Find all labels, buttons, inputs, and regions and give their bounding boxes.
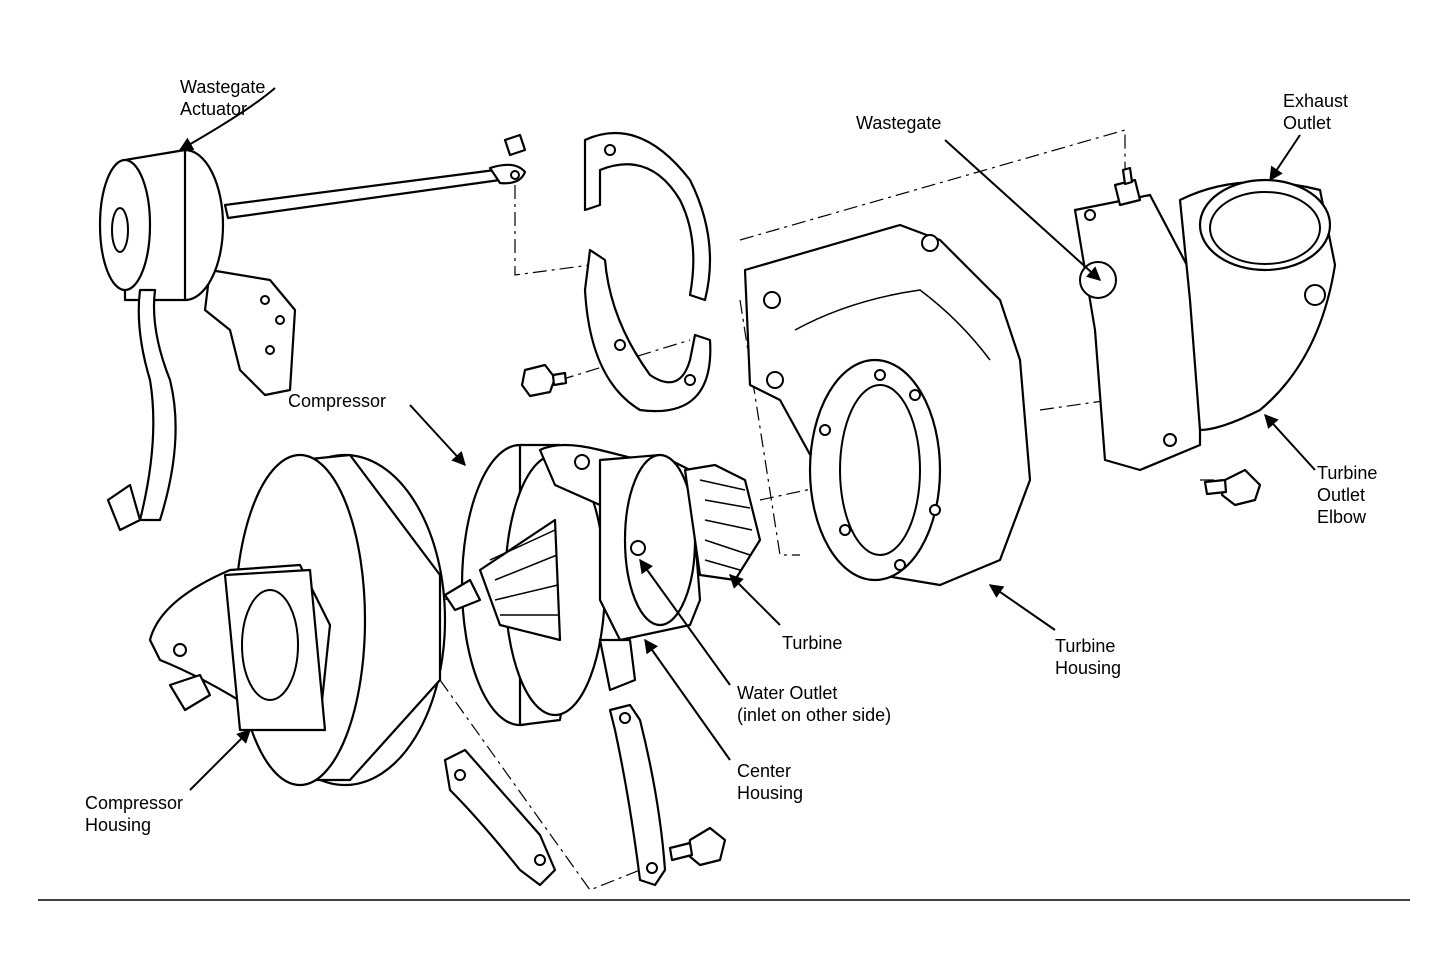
label-exhaust-outlet: Exhaust Outlet	[1283, 90, 1348, 134]
label-line: Outlet	[1283, 113, 1332, 133]
support-bracket-right	[608, 703, 667, 887]
label-turbine-housing: Turbine Housing	[1055, 635, 1121, 679]
label-center-housing: Center Housing	[737, 760, 803, 804]
label-line: Exhaust	[1283, 91, 1349, 111]
turbine-outlet-elbow	[1073, 166, 1337, 472]
label-compressor: Compressor	[288, 391, 387, 411]
label-line: Turbine	[1317, 463, 1378, 483]
turbine-housing	[743, 223, 1032, 587]
wastegate-actuator	[98, 133, 527, 532]
label-line: (inlet on other side)	[737, 705, 892, 725]
label-line: Housing	[1055, 658, 1122, 678]
compressor-and-center-housing	[443, 443, 762, 727]
label-line: Turbine	[1055, 636, 1116, 656]
label-line: Housing	[737, 783, 804, 803]
label-turbine-outlet-elbow: Turbine Outlet Elbow	[1317, 462, 1377, 528]
label-water-outlet: Water Outlet (inlet on other side)	[737, 682, 891, 726]
bolt-bracket	[668, 826, 727, 867]
gasket-upper	[583, 132, 712, 413]
label-wastegate: Wastegate	[856, 113, 942, 133]
leader-arrows	[178, 87, 1316, 791]
label-line: Compressor	[85, 793, 184, 813]
label-line: Center	[737, 761, 792, 781]
label-line: Housing	[85, 815, 152, 835]
bolt-elbow	[1203, 468, 1262, 507]
label-line: Actuator	[180, 99, 248, 119]
label-compressor-housing: Compressor Housing	[85, 792, 183, 836]
label-line: Water Outlet	[737, 683, 838, 703]
label-wastegate-actuator: Wastegate Actuator	[180, 76, 265, 120]
label-turbine: Turbine	[782, 633, 843, 653]
label-line: Wastegate	[180, 77, 266, 97]
bolt-gasket	[520, 363, 568, 398]
compressor-housing	[148, 453, 447, 787]
support-bracket-left	[443, 748, 557, 887]
label-line: Elbow	[1317, 507, 1367, 527]
label-line: Outlet	[1317, 485, 1366, 505]
